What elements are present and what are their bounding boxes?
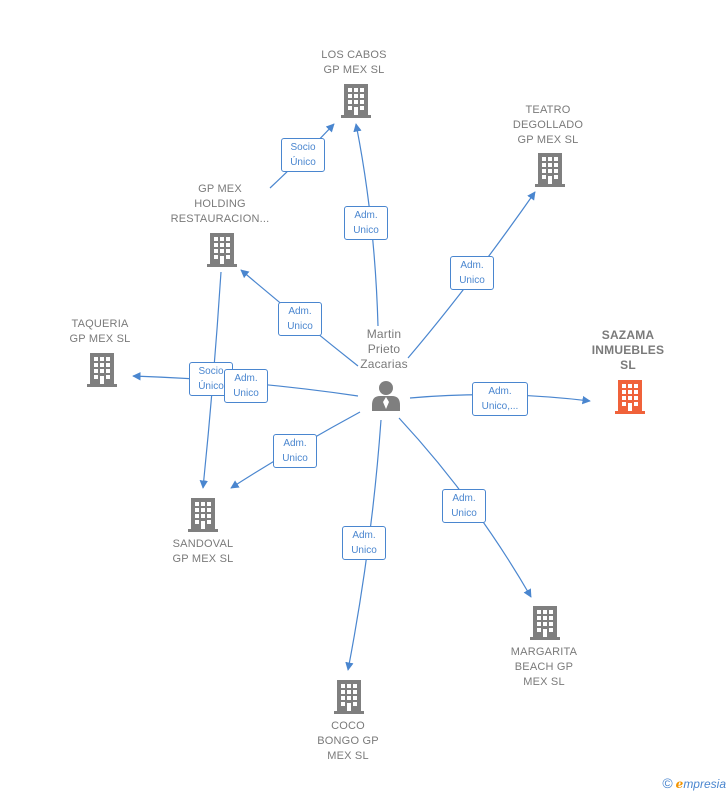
node-gp-holding-label[interactable]: GP MEX HOLDING RESTAURACION... — [170, 183, 270, 225]
building-icon[interactable] — [530, 606, 560, 640]
node-teatro-label[interactable]: TEATRO DEGOLLADO GP MEX SL — [512, 104, 584, 146]
building-icon[interactable] — [341, 84, 371, 118]
edge-badge-center-margarita[interactable]: Adm. Unico — [442, 489, 486, 523]
edge-badge-center-loscabos[interactable]: Adm. Unico — [344, 206, 388, 240]
building-icon[interactable] — [334, 680, 364, 714]
brand-name: mpresia — [683, 777, 726, 791]
brand-initial: e — [675, 777, 684, 791]
node-taqueria-label[interactable]: TAQUERIA GP MEX SL — [69, 318, 131, 345]
building-icon[interactable] — [87, 353, 117, 387]
edge-badge-center-sazama[interactable]: Adm. Unico,... — [472, 382, 528, 416]
node-coco-label[interactable]: COCO BONGO GP MEX SL — [317, 720, 379, 762]
building-icon[interactable] — [188, 498, 218, 532]
node-sazama-label[interactable]: SAZAMA INMUEBLES SL — [591, 328, 665, 372]
edge-badge-center-coco[interactable]: Adm. Unico — [342, 526, 386, 560]
node-los-cabos-label[interactable]: LOS CABOS GP MEX SL — [321, 49, 387, 76]
edge-badge-holding-loscabos[interactable]: Socio Único — [281, 138, 325, 172]
copyright-icon: © — [662, 775, 673, 791]
edge-badge-center-taqueria[interactable]: Adm. Unico — [224, 369, 268, 403]
building-icon[interactable] — [535, 153, 565, 187]
empresia-watermark: ©empresia — [662, 775, 726, 791]
edge-badge-center-sandoval[interactable]: Adm. Unico — [273, 434, 317, 468]
node-margarita-label[interactable]: MARGARITA BEACH GP MEX SL — [510, 646, 578, 688]
building-icon[interactable] — [207, 233, 237, 267]
edge-badge-center-holding[interactable]: Adm. Unico — [278, 302, 322, 336]
node-center-person-label[interactable]: Martin Prieto Zacarias — [360, 327, 408, 371]
node-sandoval-label[interactable]: SANDOVAL GP MEX SL — [172, 538, 234, 565]
sazama-building-icon[interactable] — [615, 380, 645, 414]
person-icon — [372, 381, 400, 411]
edge-badge-center-teatro[interactable]: Adm. Unico — [450, 256, 494, 290]
